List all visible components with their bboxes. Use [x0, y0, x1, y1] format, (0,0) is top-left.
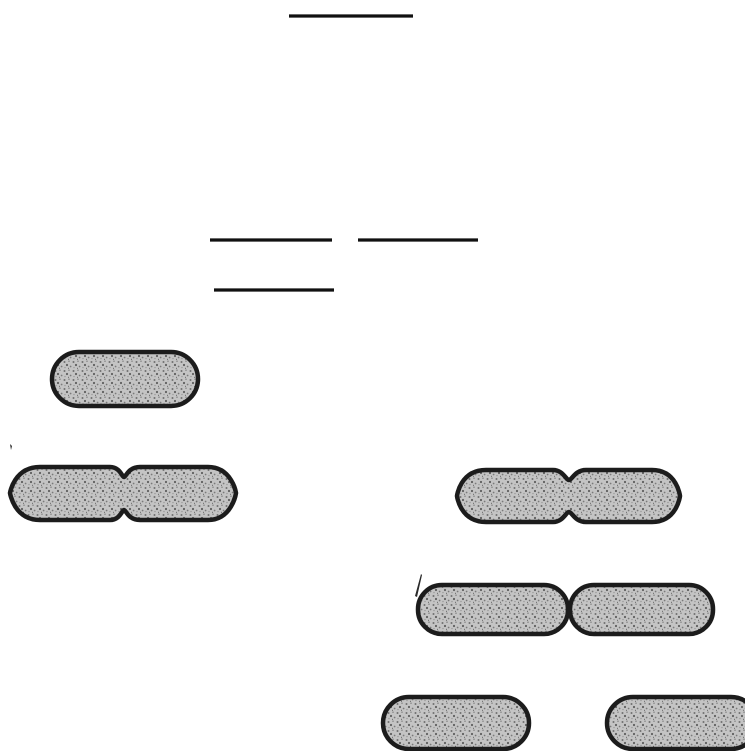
- separated-cell-right: [604, 694, 745, 751]
- separated-cell-left: [380, 694, 532, 751]
- constricting-cell-left: [7, 464, 239, 523]
- daughter-cell-right: [567, 582, 716, 637]
- scan-specks: [10, 444, 422, 597]
- dividing-cells: [415, 582, 716, 637]
- daughter-cell-left: [415, 582, 571, 637]
- single-bacterium-cell: [49, 349, 201, 409]
- constricting-cell-right: [454, 467, 683, 525]
- separated-cells: [380, 694, 745, 751]
